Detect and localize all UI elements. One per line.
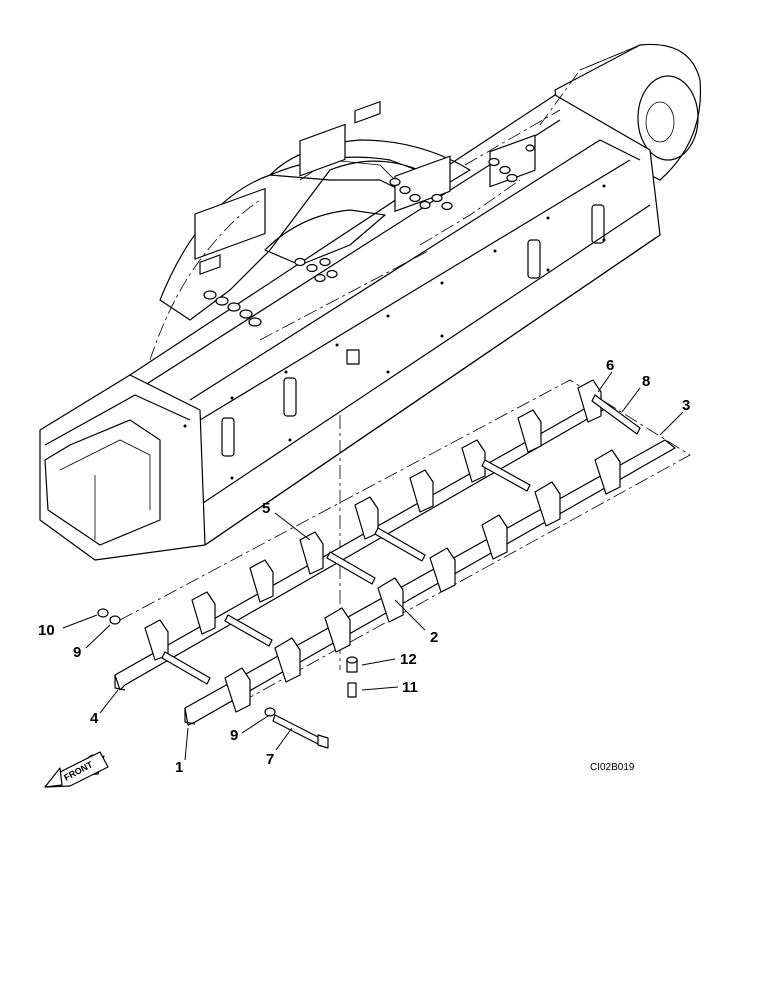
callout-5: 5 (262, 500, 270, 517)
callout-12: 12 (400, 651, 417, 668)
callout-4: 4 (90, 710, 99, 727)
callout-2: 2 (430, 629, 438, 646)
callout-10: 10 (38, 622, 55, 639)
drawing-code: CI02B019 (590, 762, 635, 773)
callout-3: 3 (682, 397, 690, 414)
callout-8: 8 (642, 373, 650, 390)
callout-9-upper: 9 (73, 644, 81, 661)
callout-7: 7 (266, 751, 274, 768)
track-guard-assembly (97, 379, 691, 749)
track-frame (39, 43, 702, 561)
callout-9-lower: 9 (230, 727, 238, 744)
callout-1: 1 (175, 759, 183, 776)
callout-11: 11 (402, 679, 418, 696)
callout-6: 6 (606, 357, 614, 374)
front-arrow-icon: FRONT (44, 751, 109, 788)
leader-lines (62, 371, 684, 761)
